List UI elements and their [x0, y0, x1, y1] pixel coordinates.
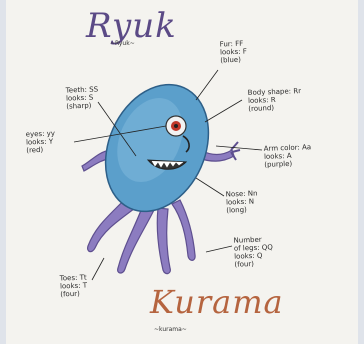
label-arm-line-3: (purple)	[264, 159, 312, 169]
label-teeth-line-3: (sharp)	[66, 101, 99, 110]
label-arm-color: Arm color: Aa looks: A (purple)	[264, 143, 312, 169]
leg-3	[157, 208, 170, 274]
label-eyes: eyes: yy looks: Y (red)	[26, 129, 56, 154]
label-fur: Fur: FF looks: F (blue)	[220, 40, 248, 65]
label-fur-line-3: (blue)	[220, 56, 247, 65]
title-ryuk-sub: ~Ryuk~	[110, 40, 135, 47]
label-eyes-line-3: (red)	[26, 145, 56, 154]
eye-pupil	[174, 124, 178, 128]
label-nose: Nose: Nn looks: N (long)	[226, 189, 259, 214]
label-toes-line-3: (four)	[60, 290, 87, 299]
title-kurama: Kurama	[150, 283, 284, 321]
leg-4	[172, 200, 195, 260]
title-kurama-sub: ~kurama~	[154, 326, 187, 333]
label-legs-line-4: (four)	[234, 259, 273, 268]
label-body-shape: Body shape: Rr looks: R (round)	[248, 87, 302, 113]
label-teeth: Teeth: SS looks: S (sharp)	[66, 85, 99, 110]
label-number-of-legs: Number of legs: QQ looks: Q (four)	[233, 235, 273, 268]
label-nose-line-3: (long)	[226, 205, 258, 214]
label-toes: Toes: Tt looks: T (four)	[60, 274, 88, 299]
